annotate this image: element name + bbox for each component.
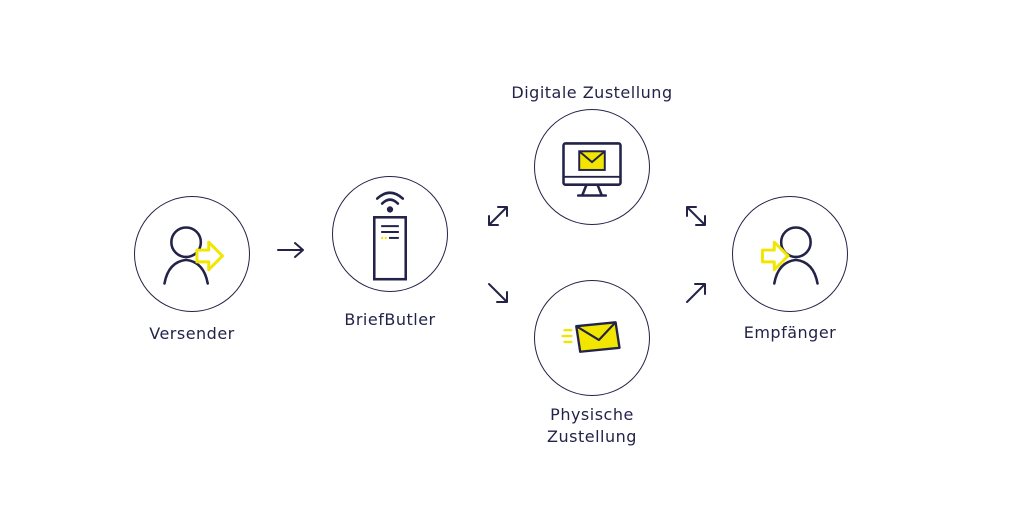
physical-node [534, 280, 650, 396]
person-arrow-in-icon [761, 226, 819, 285]
arrow-right-icon [277, 242, 304, 258]
arrow-up-right-icon [686, 283, 706, 303]
wireless-server-icon [372, 191, 408, 281]
versender-label: Versender [149, 324, 235, 343]
digital-node [534, 109, 650, 225]
physical-label-line2: Zustellung [547, 427, 637, 446]
empfaenger-node [732, 196, 848, 312]
arrow-diagonal-bidirectional-icon [488, 206, 508, 226]
physical-label-line1: Physische [550, 405, 634, 424]
briefbutler-node [332, 176, 448, 292]
monitor-mail-icon [562, 142, 622, 197]
empfaenger-label: Empfänger [743, 323, 837, 342]
briefbutler-label: BriefButler [344, 310, 436, 329]
arrow-down-right-icon [488, 283, 508, 303]
digital-label: Digitale Zustellung [511, 83, 673, 102]
versender-node [134, 196, 250, 312]
arrow-diagonal-bidirectional-icon [686, 206, 706, 226]
flying-envelope-icon [561, 321, 621, 353]
person-arrow-out-icon [163, 226, 224, 285]
